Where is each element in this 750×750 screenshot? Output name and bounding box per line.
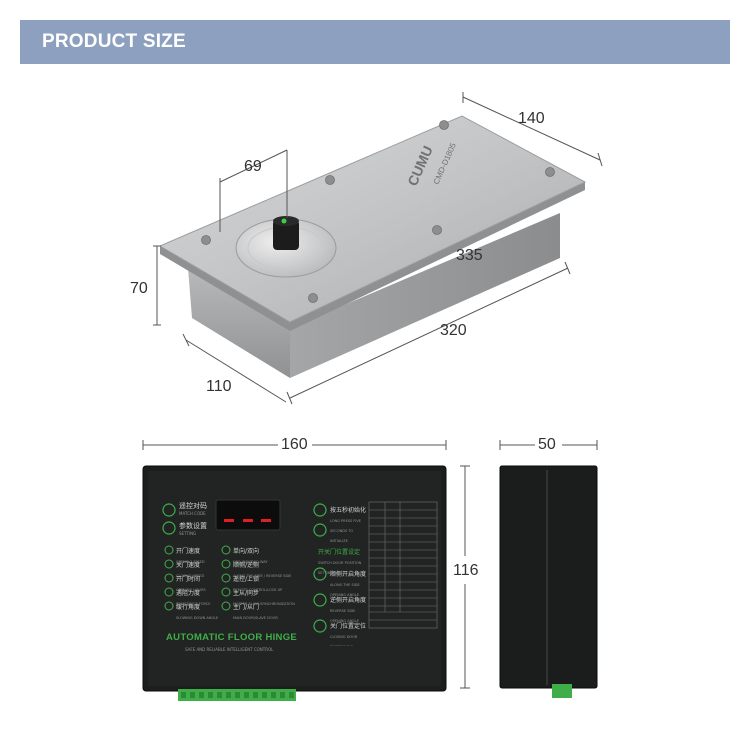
dim-controller-side: 50 (538, 436, 556, 453)
section-banner: PRODUCT SIZE (20, 20, 730, 64)
menu-label-match: 遥控对码 MATCH CODE (179, 502, 207, 517)
nav-button-icon (313, 503, 327, 633)
product-footnote: SAFE AND RELIABLE INTELLIGENT CONTROL (185, 647, 274, 652)
dim-height: 70 (130, 280, 148, 297)
dim-depth: 110 (206, 378, 232, 395)
side-terminal (552, 684, 572, 698)
menu-icon (162, 503, 176, 535)
dim-knob-offset: 69 (244, 158, 262, 175)
banner-title: PRODUCT SIZE (42, 31, 186, 52)
screw-icon (201, 120, 555, 303)
init-label: 按五秒初始化 LONG PRESS FIVE SECONDS TO INITIA… (330, 507, 367, 544)
led-display (215, 499, 281, 531)
product-title: AUTOMATIC FLOOR HINGE (166, 632, 298, 643)
dim-controller-height: 116 (453, 562, 479, 579)
param-icon (164, 545, 231, 611)
position-section-label: 开关门位置设定 SWITCH DOOR POSITION SETTING (318, 549, 362, 576)
menu-label-setting: 参数设置 SETTING (179, 522, 207, 537)
dim-controller-width: 160 (281, 436, 308, 453)
dim-length-body: 320 (440, 322, 467, 339)
hinge-body-front (188, 268, 290, 378)
spindle-knob (273, 220, 299, 250)
knob-led-icon (281, 218, 287, 224)
dim-top-width: 140 (518, 110, 545, 127)
setting-table (368, 501, 438, 629)
hinge-body-side (290, 213, 560, 378)
dim-length-top: 335 (456, 247, 483, 264)
controller-side (499, 465, 598, 689)
